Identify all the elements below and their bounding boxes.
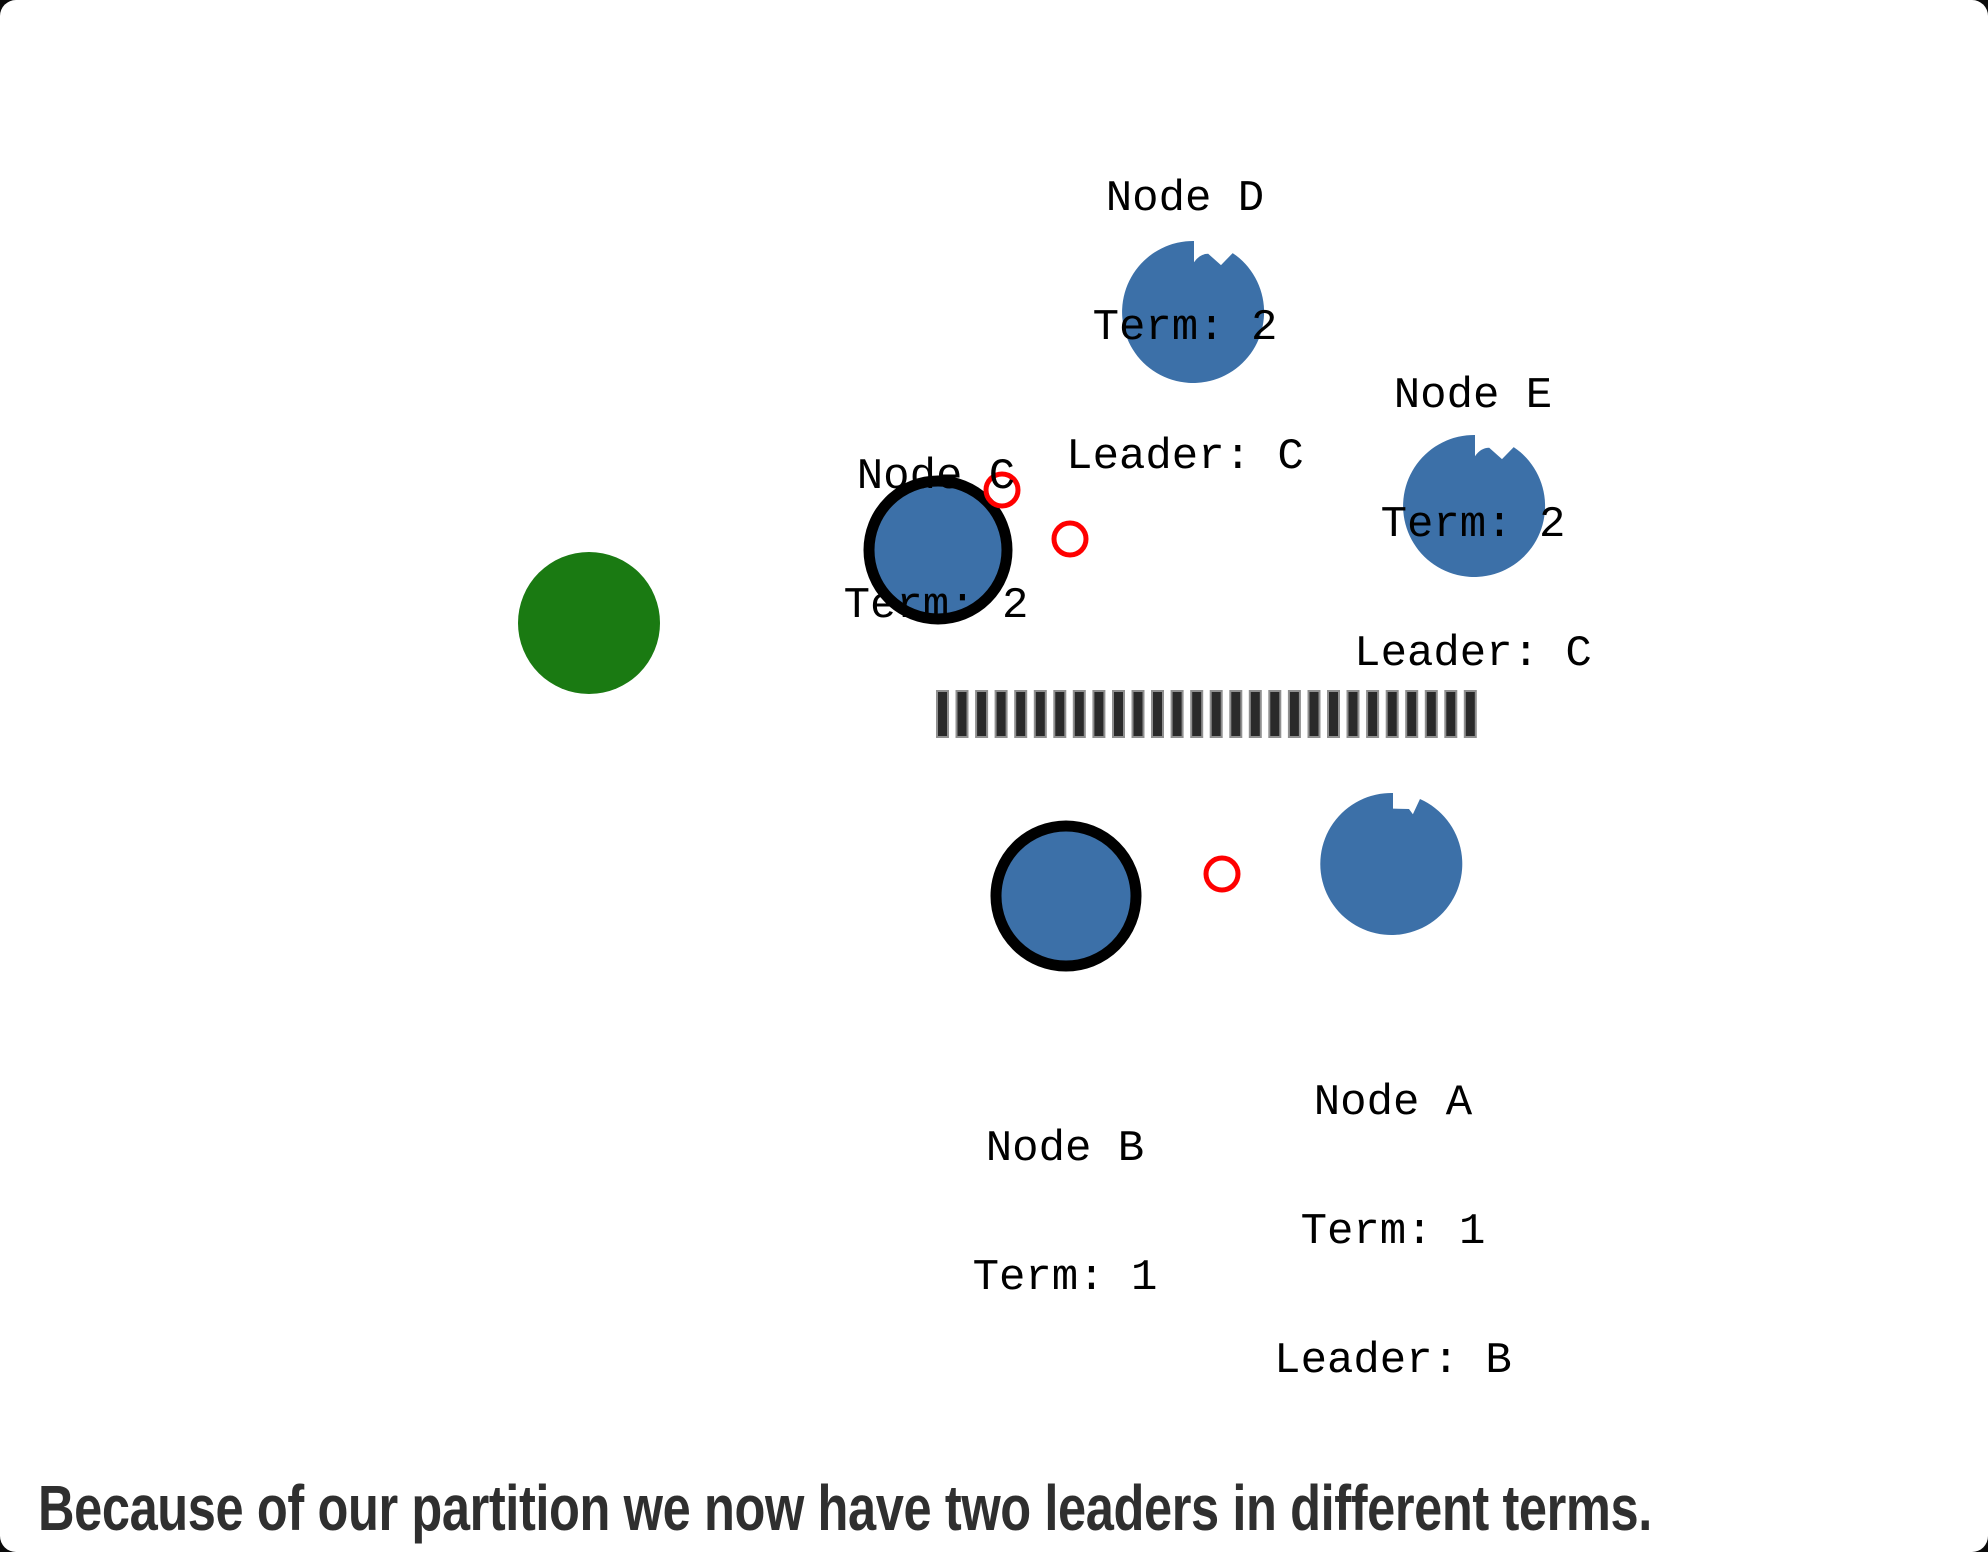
partition-bar <box>1170 690 1184 738</box>
node-d-term: Term: 2 <box>1092 303 1278 353</box>
node-c-label: Node C Term: 2 <box>844 370 1029 714</box>
partition-bar <box>1131 690 1145 738</box>
partition-bar <box>1053 690 1067 738</box>
message-ring <box>1051 520 1089 558</box>
partition-bar <box>1209 690 1223 738</box>
message-ring <box>1203 855 1241 893</box>
node-e-circle <box>1403 434 1546 577</box>
partition-bar <box>1229 690 1243 738</box>
node-a-name: Node A <box>1313 1078 1473 1128</box>
node-d-name: Node D <box>1105 174 1265 224</box>
node-a-label: Node A Term: 1 Leader: B <box>1274 996 1512 1469</box>
partition-bar <box>994 690 1008 738</box>
partition-bar <box>955 690 969 738</box>
node-b-term: Term: 1 <box>972 1253 1158 1303</box>
partition-bar <box>1248 690 1262 738</box>
partition-bar <box>1346 690 1360 738</box>
partition-bar <box>1444 690 1458 738</box>
node-e-name: Node E <box>1393 371 1553 421</box>
partition-bar <box>1366 690 1380 738</box>
node-e-term: Term: 2 <box>1380 500 1566 550</box>
partition-bar <box>1424 690 1438 738</box>
partition-bar <box>1190 690 1204 738</box>
node-b-name: Node B <box>985 1124 1145 1174</box>
partition-bar <box>1072 690 1086 738</box>
caption: Because of our partition we now have two… <box>38 1472 1652 1544</box>
node-a-circle <box>1320 792 1463 935</box>
partition-bar <box>936 690 949 738</box>
partition-bar <box>1092 690 1106 738</box>
partition-bar <box>975 690 989 738</box>
partition-bar <box>1307 690 1321 738</box>
node-e-leader: Leader: C <box>1354 629 1592 679</box>
partition-bar <box>1287 690 1301 738</box>
partition-bar <box>1033 690 1047 738</box>
node-d-label: Node D Term: 2 Leader: C <box>1066 92 1304 565</box>
partition-bar <box>1151 690 1164 738</box>
node-e-label: Node E Term: 2 Leader: C <box>1354 289 1592 762</box>
node-client-circle <box>518 552 660 694</box>
node-a-term: Term: 1 <box>1300 1207 1486 1257</box>
partition-bar <box>1014 690 1028 738</box>
partition-bar <box>1405 690 1419 738</box>
node-c-circle <box>863 475 1013 625</box>
partition-bar <box>1327 690 1340 738</box>
message-ring <box>983 471 1021 509</box>
partition-bar <box>1112 690 1125 738</box>
partition-bar <box>1385 690 1399 738</box>
partition-bar <box>1463 690 1477 738</box>
node-c-term: Term: 2 <box>843 581 1029 631</box>
node-a-leader: Leader: B <box>1274 1336 1512 1386</box>
node-d-circle <box>1122 240 1265 383</box>
node-b-label: Node B Term: 1 <box>973 1042 1158 1386</box>
node-c-name: Node C <box>856 452 1016 502</box>
node-d-leader: Leader: C <box>1066 432 1304 482</box>
node-b-circle <box>990 820 1142 972</box>
partition-bar <box>1268 690 1282 738</box>
